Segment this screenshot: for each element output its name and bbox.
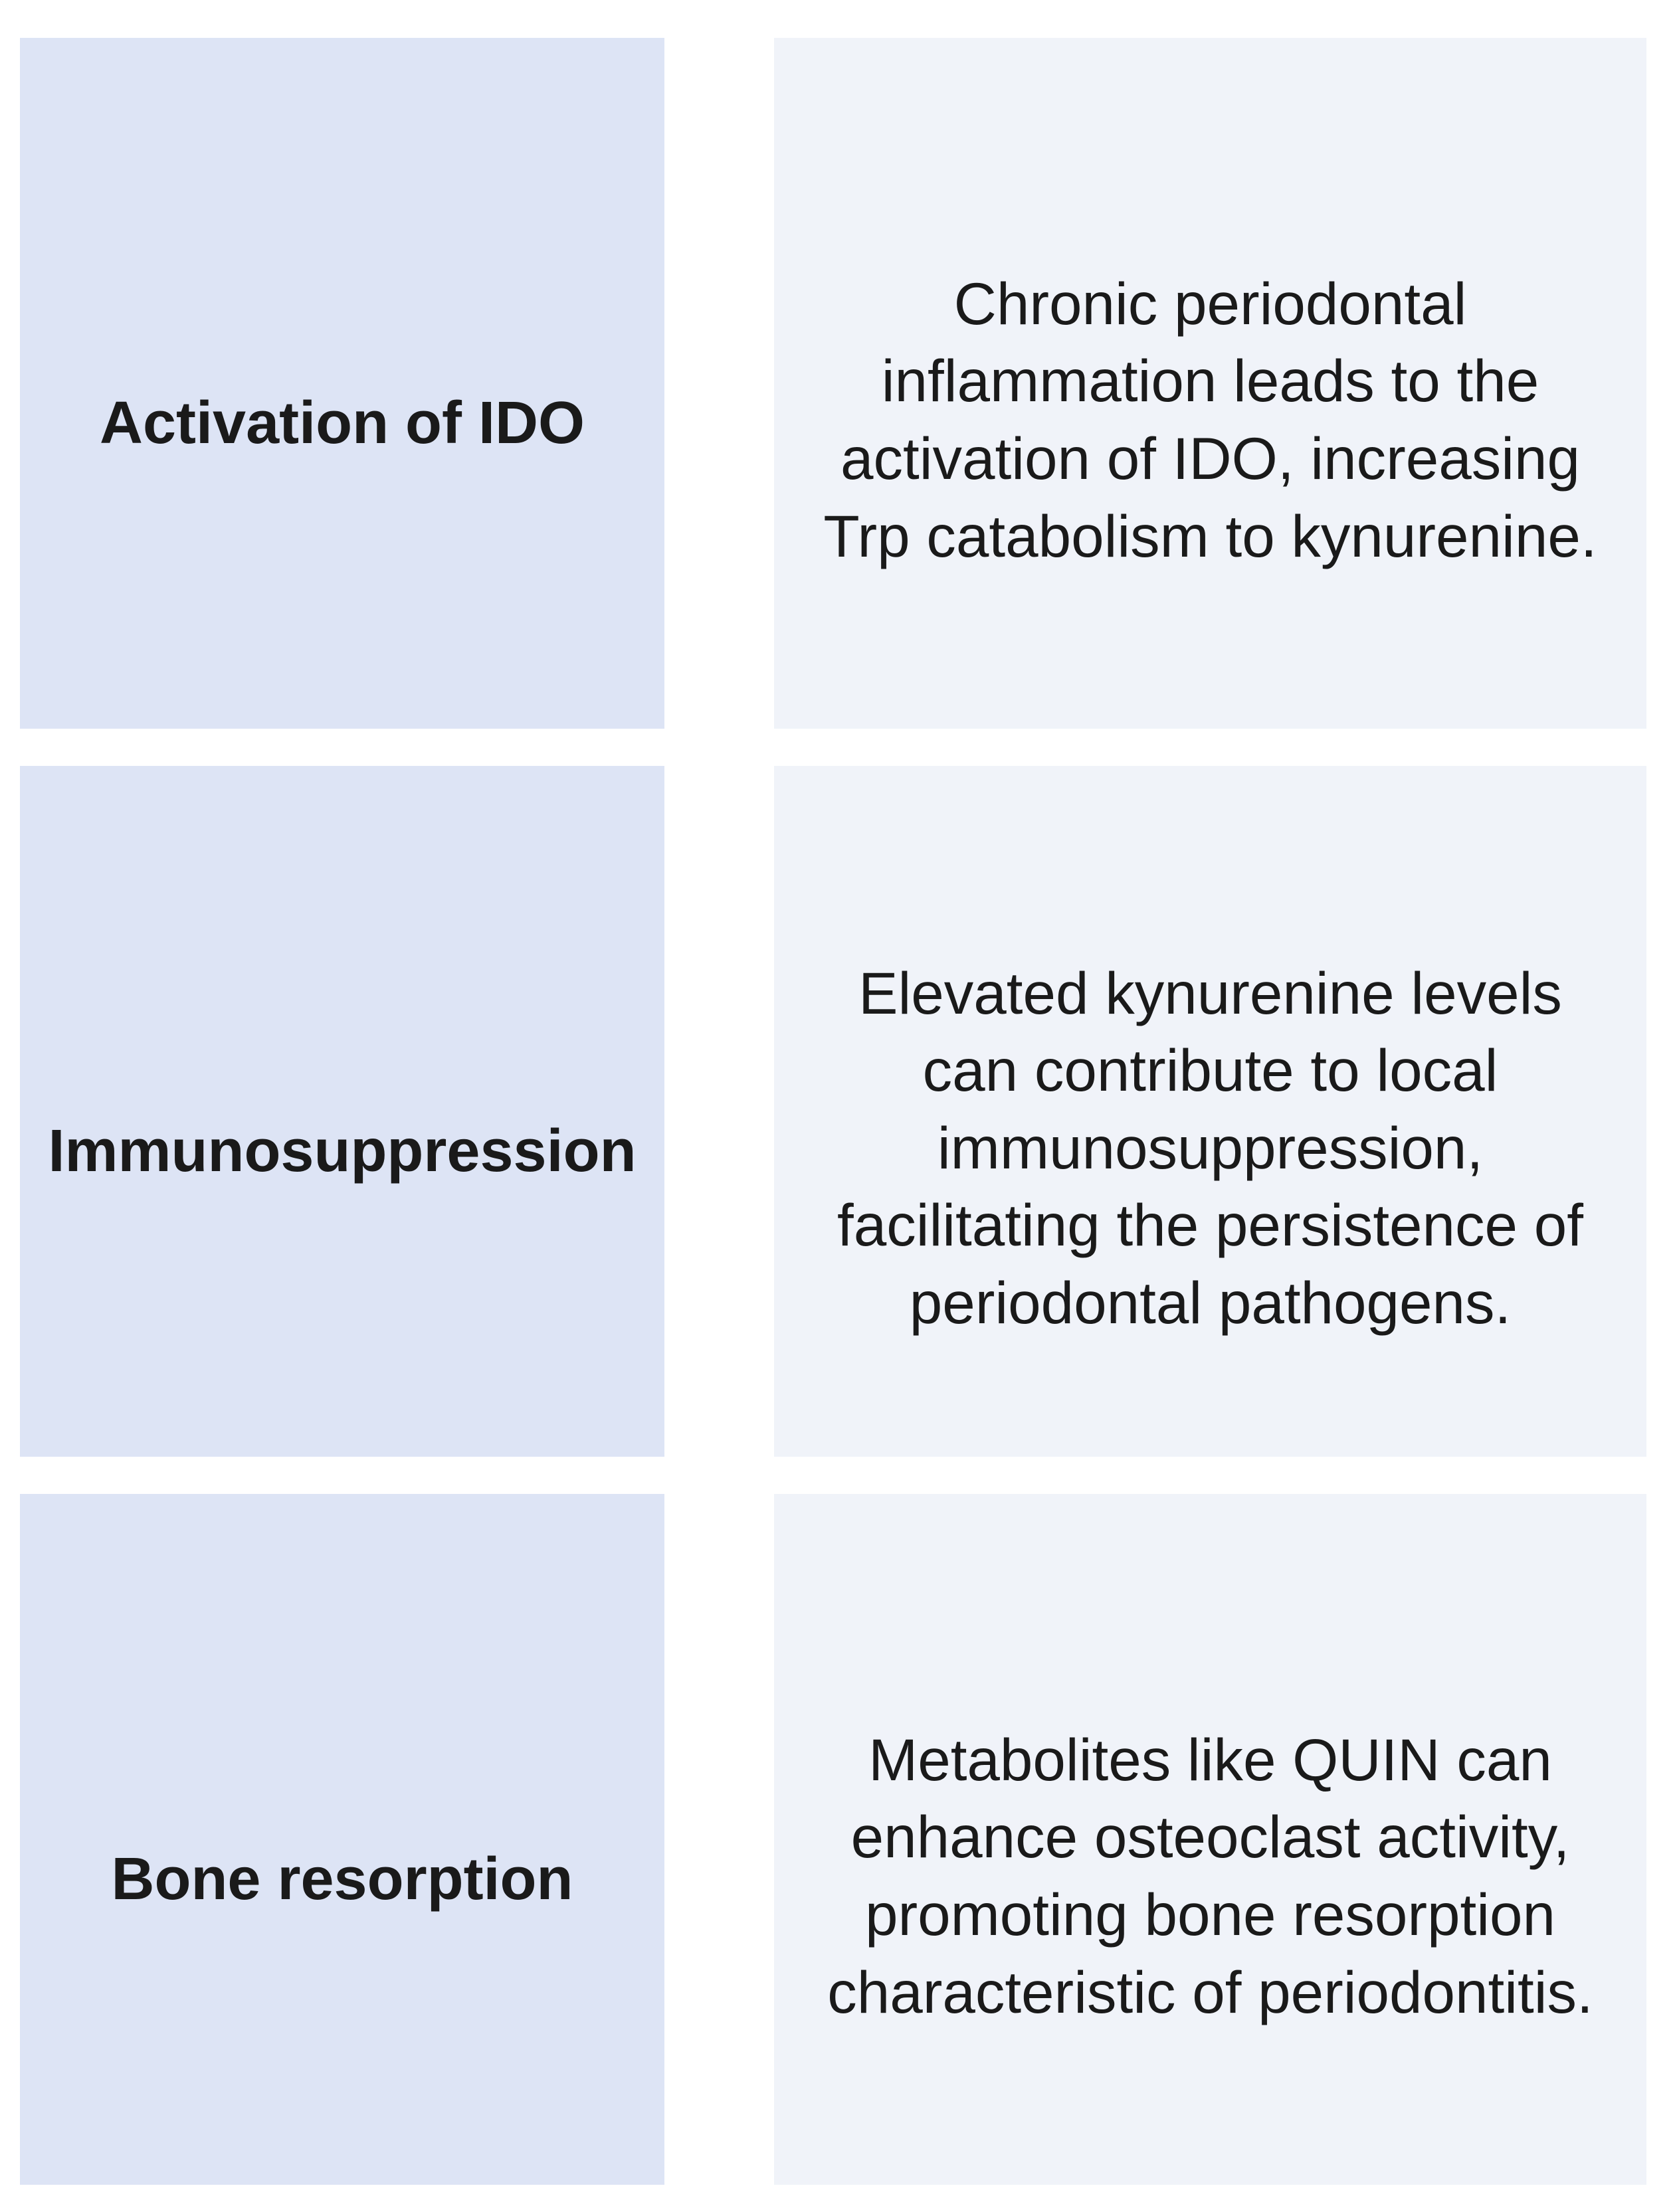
row-description: Metabolites like QUIN can enhance osteoc…	[827, 1726, 1593, 2025]
row-immunosuppression-description-box: Elevated kynurenine levels can contribut…	[774, 766, 1646, 1457]
row-description: Chronic periodontal inflammation leads t…	[823, 270, 1597, 569]
row-bone-resorption-description-box: Metabolites like QUIN can enhance osteoc…	[774, 1494, 1646, 2185]
row-activation-ido-description-box: Chronic periodontal inflammation leads t…	[774, 38, 1646, 729]
row-title: Bone resorption	[111, 1845, 573, 1912]
row-title: Immunosuppression	[48, 1117, 637, 1184]
row-activation-ido-title-box: Activation of IDO	[20, 38, 664, 729]
row-immunosuppression-title-box: Immunosuppression	[20, 766, 664, 1457]
row-description: Elevated kynurenine levels can contribut…	[837, 959, 1584, 1336]
row-title: Activation of IDO	[99, 389, 585, 456]
row-bone-resorption-title-box: Bone resorption	[20, 1494, 664, 2185]
